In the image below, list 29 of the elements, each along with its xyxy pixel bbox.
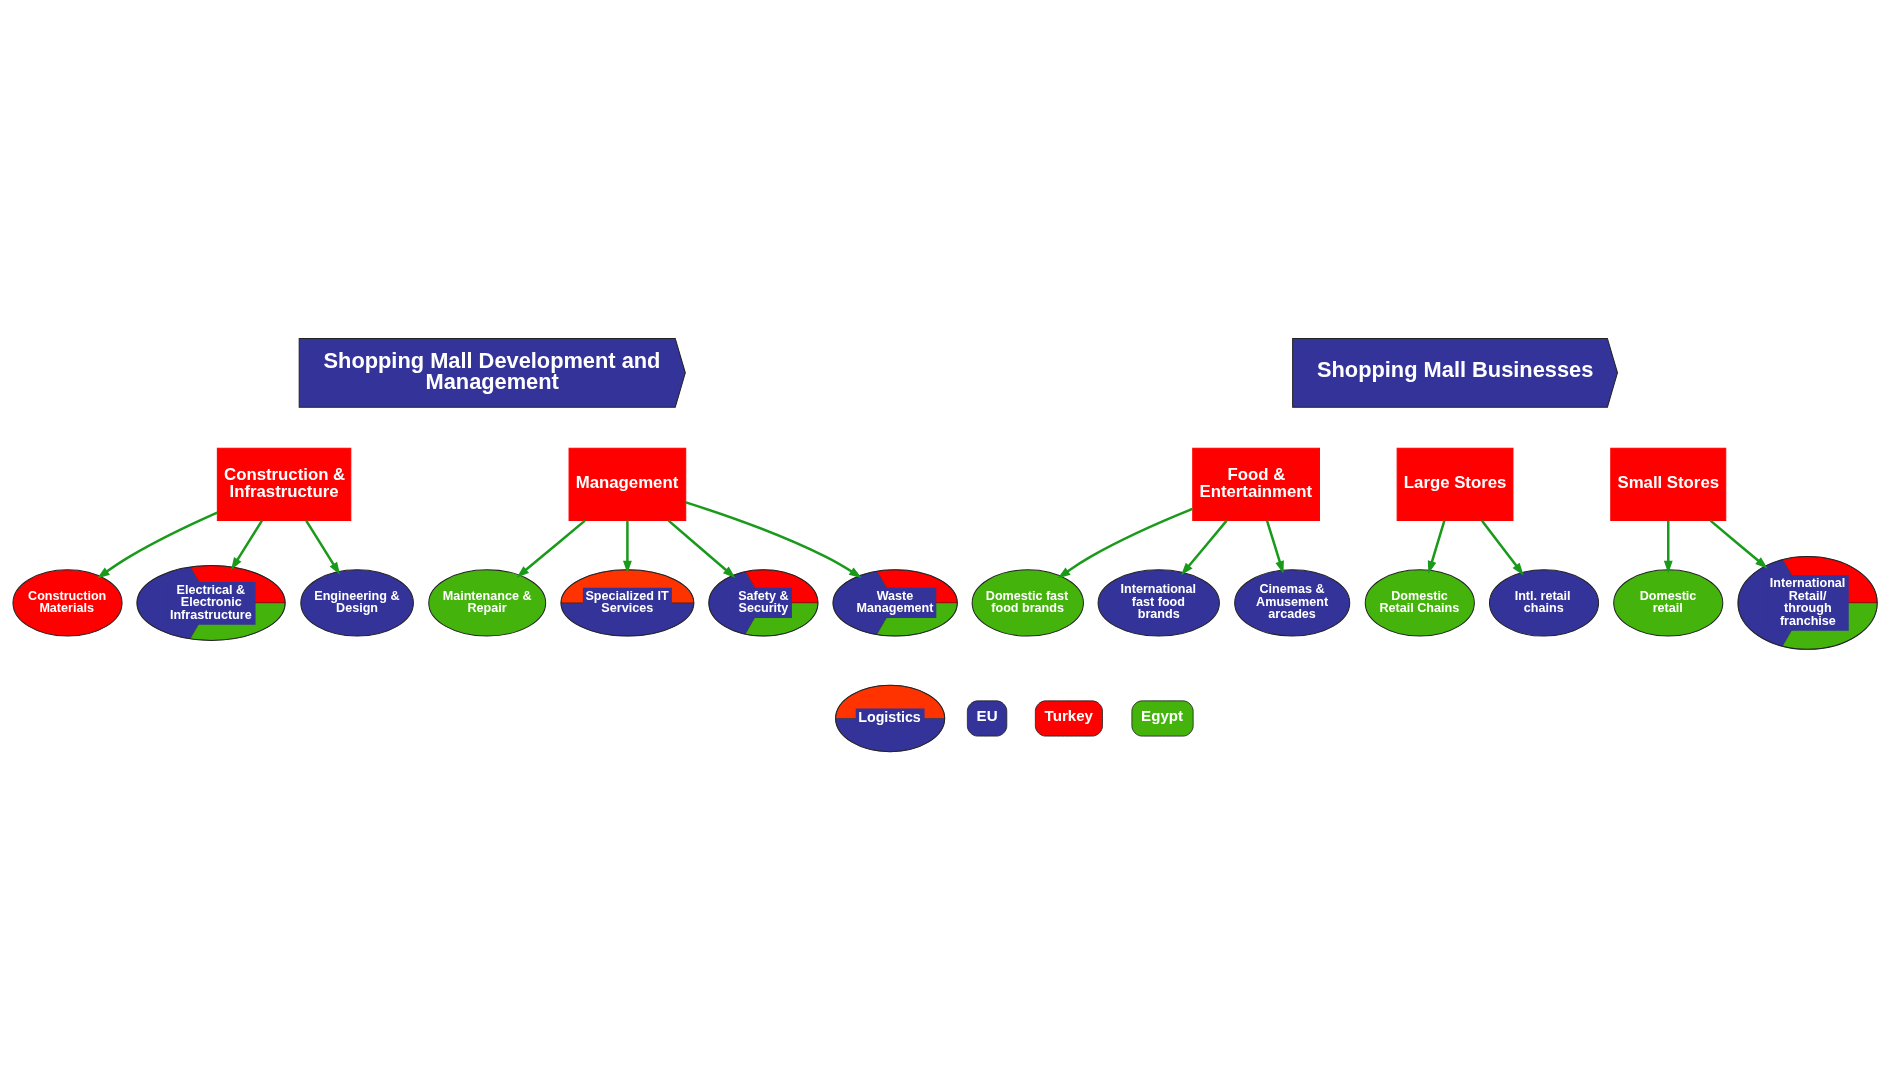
node-box: Large Stores xyxy=(1396,447,1514,521)
arrow xyxy=(305,519,341,575)
node-ellipse: Cinemas & Amusement arcades xyxy=(1234,568,1351,637)
node-ellipse: Intl. retail chains xyxy=(1488,568,1600,637)
arrow xyxy=(1427,519,1446,574)
node-ellipse: International fast food brands xyxy=(1097,568,1220,637)
arrow xyxy=(1265,519,1284,574)
arrow xyxy=(1481,519,1524,575)
node-ellipse: Engineering & Design xyxy=(300,568,414,637)
node-box: Food & Entertainment xyxy=(1192,447,1320,521)
arrow xyxy=(667,519,736,578)
arrow xyxy=(1057,507,1193,578)
node-ellipse: Domestic retail xyxy=(1613,568,1724,637)
node-ellipse: Domestic Retail Chains xyxy=(1364,568,1475,637)
node-ellipse: Maintenance & Repair xyxy=(428,568,547,637)
arrow xyxy=(1663,520,1673,573)
arrow xyxy=(231,519,264,570)
arrow xyxy=(685,500,862,578)
arrow xyxy=(1709,519,1768,569)
node-box: Management xyxy=(568,447,687,521)
arrow xyxy=(622,520,632,573)
arrow xyxy=(516,519,586,578)
legend-label: Turkey xyxy=(1044,706,1093,724)
arrow xyxy=(97,511,218,579)
node-box: Small Stores xyxy=(1610,447,1727,521)
arrow xyxy=(1181,519,1228,575)
legend-label: EU xyxy=(976,706,998,724)
legend-label: Egypt xyxy=(1141,706,1184,724)
node-box: Construction & Infrastructure xyxy=(216,447,352,521)
